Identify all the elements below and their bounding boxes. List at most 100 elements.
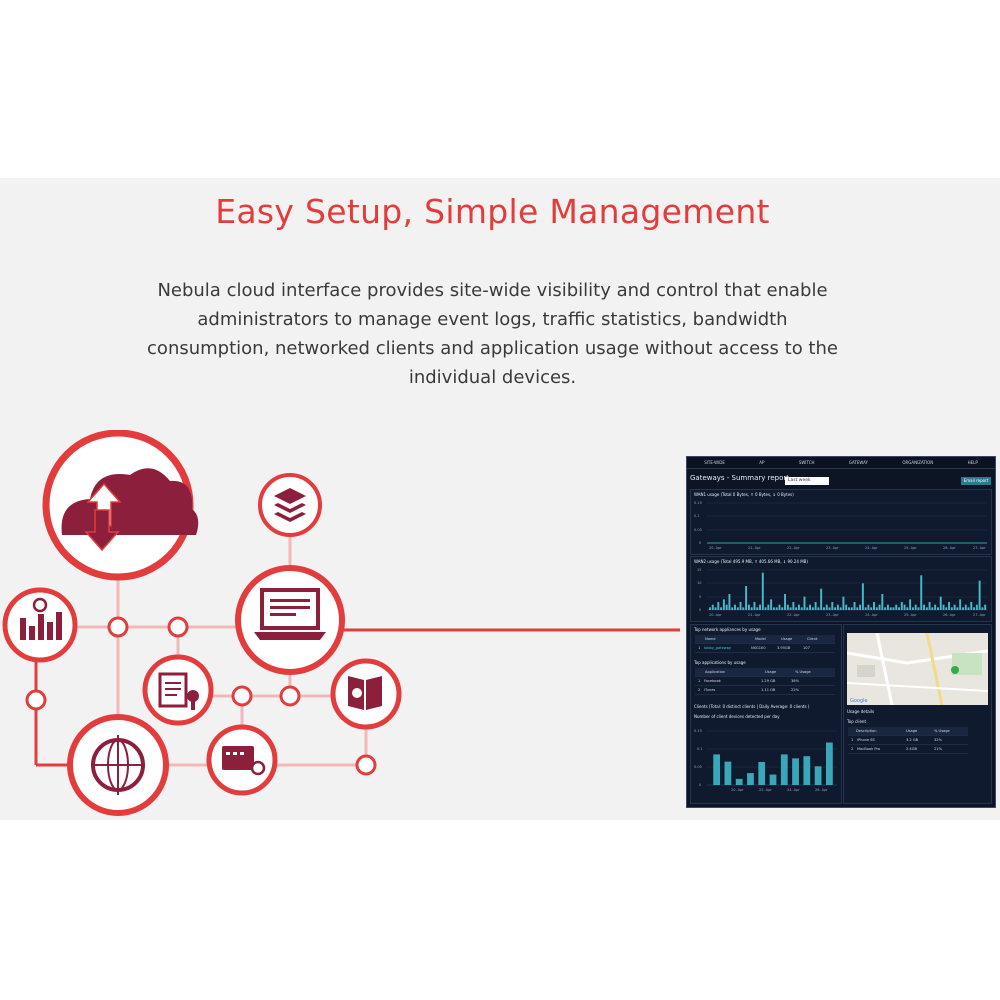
cell-usage: 1.11 GB <box>761 688 776 692</box>
clients-chart-title: Number of client devices detected per da… <box>694 714 780 719</box>
wan1-xtick: 22. Apr <box>787 546 800 550</box>
appliances-title: Top network appliances by usage <box>694 627 761 632</box>
table-row[interactable]: 2 MacBook Pro 2.4GB 21% <box>848 745 968 754</box>
wan2-bar <box>939 596 942 610</box>
email-report-button[interactable]: Email report <box>961 477 991 485</box>
wan2-bar <box>895 604 898 610</box>
wan2-bar <box>711 604 714 610</box>
cell-application: Facebook <box>704 679 721 683</box>
wan1-title: WAN1 usage (Total 0 Bytes, ⇑ 0 Bytes, ⇓ … <box>694 492 794 497</box>
analytics-icon <box>2 587 78 663</box>
device-lock-icon <box>206 724 278 796</box>
wan2-bar <box>828 607 831 610</box>
wan2-bar <box>767 604 770 610</box>
wan2-bar <box>964 604 967 610</box>
clients-bar <box>713 754 721 785</box>
wan2-bar <box>781 607 784 610</box>
nav-item-help[interactable]: HELP <box>967 460 978 465</box>
wan2-bar <box>914 604 917 610</box>
wan2-bar <box>948 602 951 610</box>
wan2-bar <box>731 607 734 610</box>
wan2-bar <box>759 604 761 610</box>
wan2-bar <box>747 604 750 610</box>
wan1-chart <box>707 502 987 544</box>
settings-key-icon <box>142 654 214 726</box>
nav-item-site-wide[interactable]: SITE-WIDE <box>704 460 725 465</box>
clients-bar <box>825 742 833 785</box>
cell-pct: 32% <box>934 738 942 742</box>
wan2-bar <box>784 594 787 610</box>
clients-bar <box>724 761 732 785</box>
cell-usage: 3.2 GB <box>906 738 919 742</box>
usage-details-title: Usage details <box>847 709 875 714</box>
clients-bar <box>814 766 822 785</box>
nav-item-gateway[interactable]: GATEWAY <box>848 460 868 465</box>
clients-bar <box>747 773 754 785</box>
table-row[interactable]: 2 iTunes 1.11 GB 22% <box>695 686 835 695</box>
global-network-icon <box>67 714 169 816</box>
clients-xtick: 22. Apr <box>759 788 772 792</box>
wan2-xtick: 21. Apr <box>748 613 761 617</box>
page-title: Easy Setup, Simple Management <box>215 192 770 232</box>
wan2-bar <box>875 607 878 610</box>
wan2-bar <box>850 607 853 610</box>
wan2-bar <box>931 607 934 610</box>
wan2-bar <box>903 604 906 610</box>
wan1-ytick: 0.15 <box>694 501 702 505</box>
wan2-bar <box>936 607 939 610</box>
wan2-bar <box>898 607 900 610</box>
clients-ytick: 0.05 <box>694 765 702 769</box>
col-usage: Usage <box>765 670 777 674</box>
wan2-bar <box>900 602 903 610</box>
wan2-bar <box>973 607 976 610</box>
wan2-bar <box>959 599 962 610</box>
wan2-bar <box>814 602 817 610</box>
table-row[interactable]: 1 iPhone 6S 3.2 GB 32% <box>848 736 968 745</box>
wan2-bar <box>714 607 717 610</box>
wan2-bar <box>761 572 764 610</box>
wan2-xtick: 20. Apr <box>709 613 722 617</box>
wan1-xtick: 21. Apr <box>748 546 761 550</box>
wan2-bar <box>984 604 987 610</box>
nav-item-ap[interactable]: AP <box>759 460 765 465</box>
table-row[interactable]: 1 Facebook 1.29 GB 38% <box>695 677 835 686</box>
applications-table: Application Usage % Usage 1 Facebook 1.2… <box>695 668 835 695</box>
wan2-xtick: 24. Apr <box>865 613 878 617</box>
wan2-bar <box>756 607 759 610</box>
wan2-bar <box>795 607 798 610</box>
map-view[interactable]: Google <box>847 633 988 705</box>
col-model: Model <box>755 637 766 641</box>
top-client-table: Description Usage % Usage 1 iPhone 6S 3.… <box>848 727 968 754</box>
cell-description: iPhone 6S <box>857 738 875 742</box>
wan2-bar <box>970 602 973 610</box>
dashboard-screenshot: SITE-WIDE AP SWITCH GATEWAY ORGANIZATION… <box>686 456 996 808</box>
nav-item-switch[interactable]: SWITCH <box>798 460 815 465</box>
wan2-bar <box>975 604 978 610</box>
wan2-bar <box>806 607 809 610</box>
wan2-bar <box>842 596 845 610</box>
wan2-bar <box>722 599 725 610</box>
col-usage: Usage <box>906 729 918 733</box>
wan2-bar <box>770 599 773 610</box>
range-select[interactable]: Last week <box>785 477 829 485</box>
row-index: 1 <box>698 679 701 683</box>
wan2-panel: WAN2 usage (Total 495.9 MB, ⇑ 405.66 MB,… <box>690 556 992 622</box>
clients-bar <box>792 758 799 785</box>
appliance-link[interactable]: lobby_gateway <box>704 646 732 650</box>
wan2-ytick: 15 <box>697 568 702 572</box>
wan2-bar <box>775 607 778 610</box>
clients-bar <box>803 756 811 785</box>
table-row[interactable]: 1 lobby_gateway NSG100 3.95GB 107 <box>695 644 835 653</box>
wan2-bar <box>750 607 753 610</box>
cell-application: iTunes <box>704 688 716 692</box>
nav-item-organization[interactable]: ORGANIZATION <box>902 460 934 465</box>
wan2-bar <box>906 607 909 610</box>
wan2-bar <box>892 607 895 610</box>
col-pct-usage: % Usage <box>795 670 811 674</box>
wan2-bar <box>725 604 728 610</box>
wan2-bar <box>861 583 864 610</box>
row-index: 1 <box>698 646 701 650</box>
wan2-bar <box>817 607 820 610</box>
cloud-sync-icon <box>42 430 199 581</box>
cell-description: MacBook Pro <box>857 747 881 751</box>
